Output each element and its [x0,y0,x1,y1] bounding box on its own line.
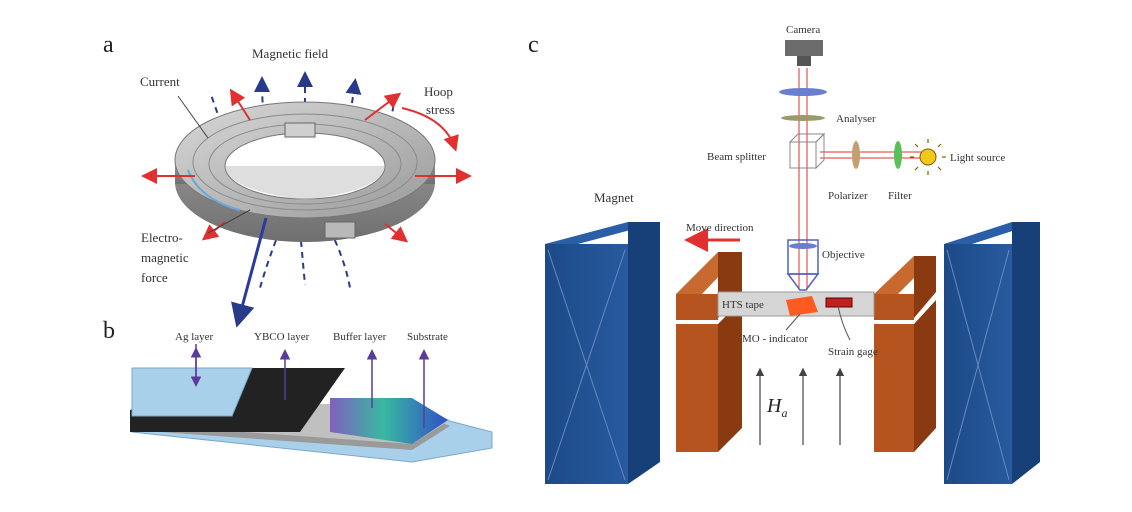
objective-icon [786,239,820,291]
label-analyser: Analyser [836,113,876,125]
strain-gage-shape [825,297,853,308]
copper-holder-left [676,252,742,452]
label-magnet: Magnet [594,190,634,205]
label-em-force-2: magnetic [141,250,189,265]
em-force-leader [207,209,251,234]
label-em-force-3: force [141,270,168,285]
label-strain-gage: Strain gage [828,346,878,358]
mo-indicator-leader [785,313,801,331]
applied-field-arrows [755,367,845,445]
mo-indicator-shape [786,296,818,316]
coil-ring [174,101,436,242]
camera-icon [785,40,823,66]
polarizer-icon [852,141,860,169]
magnet-left [545,222,660,484]
label-filter: Filter [888,190,912,202]
copper-holder-right [874,256,936,452]
label-light-source: Light source [950,152,1005,164]
tape-joint [284,122,316,138]
label-field-symbol: Ha [766,395,787,420]
light-source-icon [910,139,946,175]
current-leader [177,95,209,139]
label-ybco-layer: YBCO layer [254,331,310,343]
beam-splitter-icon [788,132,826,170]
label-objective: Objective [822,249,865,261]
panel-a: a [103,32,472,328]
label-beam-splitter: Beam splitter [707,151,766,163]
tape-end [324,221,356,239]
label-mo-indicator: MO - indicator [742,333,808,345]
ag-layer [131,367,253,417]
label-substrate: Substrate [407,331,448,343]
analyser-icon [781,115,825,121]
filter-icon [894,141,902,169]
lens-icon [779,88,827,96]
label-hoop-2: stress [426,102,455,117]
zoom-arrow [231,217,268,328]
strain-gage-leader [837,305,851,341]
label-hoop-1: Hoop [424,84,453,99]
label-current: Current [140,74,180,89]
label-magnetic-field: Magnetic field [252,46,329,61]
label-hts-tape: HTS tape [722,299,764,311]
panel-b: b Ag layer YBCO layer Buffer layer Subst… [103,318,493,463]
label-camera: Camera [786,24,820,36]
panel-c: c [528,24,1040,484]
magnet-right [944,222,1040,484]
panel-label-b: b [103,318,115,344]
panel-label-c: c [528,32,539,58]
label-move-direction: Move direction [686,222,754,234]
label-buffer-layer: Buffer layer [333,331,387,343]
panel-label-a: a [103,32,114,58]
optical-path [798,68,935,290]
label-em-force-1: Electro- [141,230,183,245]
electromagnetic-force-arrows [141,88,472,243]
label-ag-layer: Ag layer [175,331,214,343]
label-polarizer: Polarizer [828,190,868,202]
layer-pointers [190,344,430,428]
buffer-layer [330,398,448,444]
